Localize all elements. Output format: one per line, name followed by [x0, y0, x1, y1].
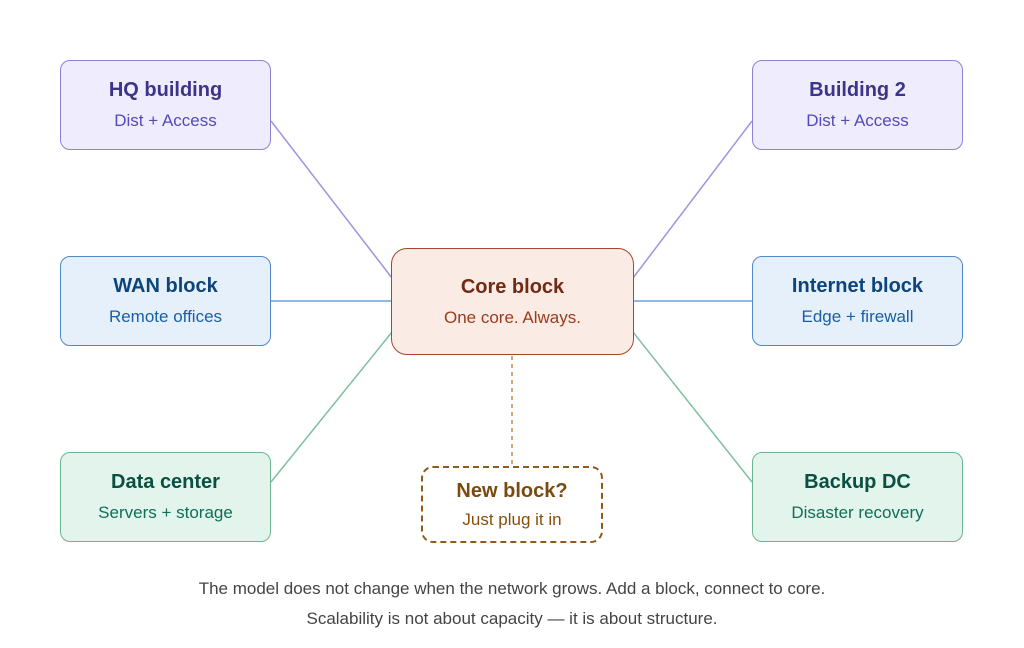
wan-block[interactable]: WAN block Remote offices [60, 256, 271, 346]
block-title: Backup DC [804, 471, 911, 493]
new-block-placeholder[interactable]: New block? Just plug it in [421, 466, 603, 543]
link-backup-core [632, 331, 753, 483]
block-title: Building 2 [809, 79, 906, 101]
link-datacenter-core [270, 331, 393, 483]
core-subtitle: One core. Always. [443, 307, 581, 327]
core-title: Core block [460, 275, 565, 298]
block-subtitle: Disaster recovery [791, 503, 924, 522]
caption-line-2: Scalability is not about capacity — it i… [306, 609, 718, 628]
block-title: Internet block [791, 275, 924, 297]
internet-block[interactable]: Internet block Edge + firewall [752, 256, 963, 346]
block-title: New block? [456, 479, 568, 502]
caption-line-1: The model does not change when the netwo… [198, 579, 826, 598]
block-subtitle: Dist + Access [114, 111, 217, 130]
block-subtitle: Dist + Access [806, 111, 909, 130]
block-subtitle: Edge + firewall [801, 307, 914, 326]
block-title: WAN block [113, 275, 218, 297]
block-subtitle: Servers + storage [98, 503, 233, 522]
block-title: HQ building [108, 79, 223, 101]
core-block[interactable]: Core block One core. Always. [391, 248, 634, 355]
data-center-block[interactable]: Data center Servers + storage [60, 452, 271, 542]
link-hq-core [270, 120, 393, 279]
backup-dc-block[interactable]: Backup DC Disaster recovery [752, 452, 963, 542]
link-building2-core [632, 120, 753, 279]
hq-building-block[interactable]: HQ building Dist + Access [60, 60, 271, 150]
building-2-block[interactable]: Building 2 Dist + Access [752, 60, 963, 150]
block-subtitle: Just plug it in [462, 509, 562, 529]
block-subtitle: Remote offices [108, 307, 223, 326]
block-title: Data center [111, 471, 220, 493]
